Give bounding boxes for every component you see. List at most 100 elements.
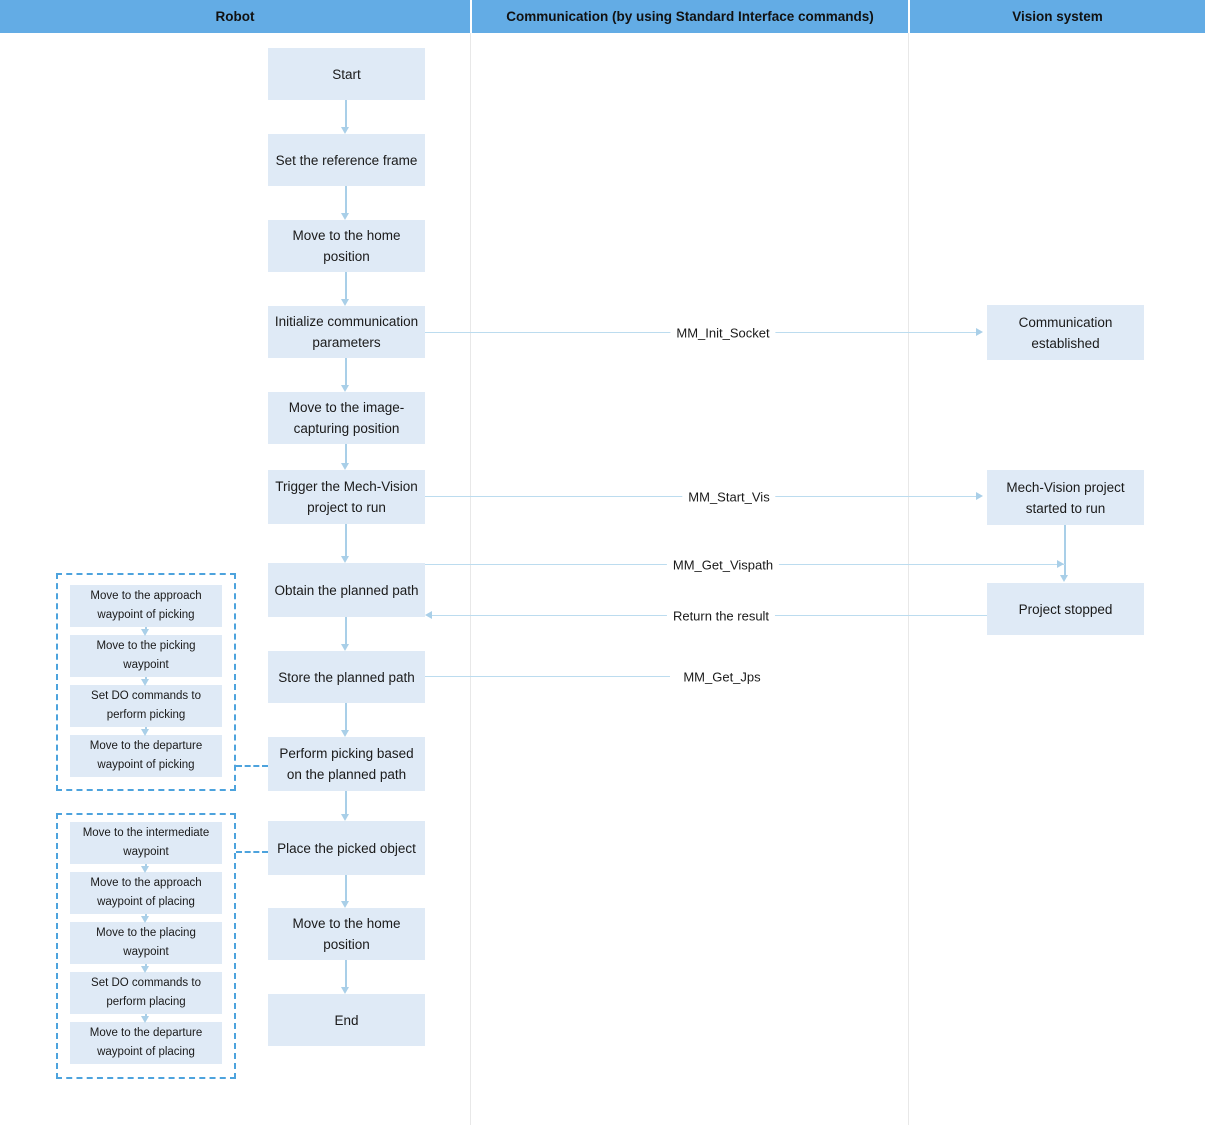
lane-title-vision: Vision system <box>1012 9 1103 24</box>
process-box-project-stopped[interactable]: Project stopped <box>987 583 1144 635</box>
connector-store-to-perform-pick <box>345 703 347 730</box>
process-label: Place the picked object <box>277 840 416 856</box>
process-box-place-waypoint[interactable]: Move to the placing waypoint <box>70 922 222 964</box>
arrowhead-down <box>341 644 349 651</box>
process-box-pick-departure[interactable]: Move to the departure waypoint of pickin… <box>70 735 222 777</box>
arrowhead-down <box>1060 575 1068 582</box>
lane-title-communication: Communication (by using Standard Interfa… <box>506 9 874 24</box>
process-label: Store the planned path <box>278 669 415 685</box>
process-box-pick-waypoint[interactable]: Move to the picking waypoint <box>70 635 222 677</box>
connector-obtain-to-store <box>345 617 347 644</box>
process-label: Initialize communication parameters <box>274 314 419 350</box>
lane-header-robot: Robot <box>0 0 470 33</box>
arrowhead-down <box>341 814 349 821</box>
message-line-mm-get-jps <box>425 676 670 678</box>
process-box-place-intermediate[interactable]: Move to the intermediate waypoint <box>70 822 222 864</box>
process-box-place-do[interactable]: Set DO commands to perform placing <box>70 972 222 1014</box>
picking-detail-group <box>56 573 236 791</box>
arrowhead-down <box>341 385 349 392</box>
connector-vision-started-to-stopped <box>1064 525 1066 575</box>
process-label: Set DO commands to perform placing <box>91 977 201 1008</box>
process-label: Perform picking based on the planned pat… <box>279 746 414 782</box>
process-box-perform-pick[interactable]: Perform picking based on the planned pat… <box>268 737 425 791</box>
message-label-mm-init-socket: MM_Init_Socket <box>670 325 776 341</box>
arrowhead-down <box>141 629 149 636</box>
process-label: End <box>334 1012 359 1028</box>
arrowhead-down <box>341 556 349 563</box>
arrowhead-down <box>341 213 349 220</box>
connector-home-2-to-end <box>345 960 347 987</box>
message-label-mm-get-vispath: MM_Get_Vispath <box>666 557 780 573</box>
arrowhead-right <box>976 328 983 336</box>
connector-start-to-set-ref <box>345 100 347 127</box>
process-label: Set DO commands to perform picking <box>91 690 201 721</box>
connector-perform-pick-to-place <box>345 791 347 814</box>
process-label: Move to the home position <box>292 916 401 952</box>
process-label: Move to the intermediate waypoint <box>82 827 210 858</box>
arrowhead-down <box>341 463 349 470</box>
process-label: Move to the picking waypoint <box>96 640 196 671</box>
process-box-trigger-vis[interactable]: Trigger the Mech-Vision project to run <box>268 470 425 524</box>
process-box-set-ref-frame[interactable]: Set the reference frame <box>268 134 425 186</box>
process-box-init-comm[interactable]: Initialize communication parameters <box>268 306 425 358</box>
process-box-home-1[interactable]: Move to the home position <box>268 220 425 272</box>
arrowhead-down <box>141 916 149 923</box>
lane-divider-communication-vision <box>908 33 909 1125</box>
lane-title-robot: Robot <box>215 9 255 24</box>
arrowhead-down <box>341 127 349 134</box>
process-label: Trigger the Mech-Vision project to run <box>275 479 418 515</box>
arrowhead-down <box>341 901 349 908</box>
process-box-start[interactable]: Start <box>268 48 425 100</box>
process-box-pick-approach[interactable]: Move to the approach waypoint of picking <box>70 585 222 627</box>
process-label: Move to the approach waypoint of picking <box>90 590 202 621</box>
process-box-home-2[interactable]: Move to the home position <box>268 908 425 960</box>
lane-divider-robot-communication <box>470 33 471 1125</box>
process-box-store-path[interactable]: Store the planned path <box>268 651 425 703</box>
arrowhead-left <box>425 611 432 619</box>
process-label: Move to the departure waypoint of pickin… <box>89 740 203 771</box>
process-label: Obtain the planned path <box>274 582 419 598</box>
arrowhead-right <box>976 492 983 500</box>
arrowhead-right <box>1057 560 1064 568</box>
process-box-place-approach[interactable]: Move to the approach waypoint of placing <box>70 872 222 914</box>
message-label-return-result: Return the result <box>666 608 776 624</box>
message-label-mm-start-vis: MM_Start_Vis <box>682 489 776 505</box>
process-box-pick-do[interactable]: Set DO commands to perform picking <box>70 685 222 727</box>
process-label: Move to the home position <box>292 228 401 264</box>
process-label: Set the reference frame <box>275 152 418 168</box>
lane-header-vision: Vision system <box>910 0 1205 33</box>
connector-image-pos-to-trigger <box>345 444 347 463</box>
connector-home-to-init-comm <box>345 272 347 299</box>
process-label: Communication established <box>1018 314 1113 351</box>
arrowhead-down <box>341 987 349 994</box>
process-label: Move to the image-capturing position <box>288 400 405 436</box>
process-box-place-object[interactable]: Place the picked object <box>268 821 425 875</box>
connector-init-comm-to-image-pos <box>345 358 347 385</box>
process-label: Move to the departure waypoint of placin… <box>89 1027 203 1058</box>
process-box-obtain-path[interactable]: Obtain the planned path <box>268 563 425 617</box>
process-box-end[interactable]: End <box>268 994 425 1046</box>
process-label: Move to the approach waypoint of placing <box>90 877 202 908</box>
connector-set-ref-to-home <box>345 186 347 213</box>
process-box-image-pos[interactable]: Move to the image-capturing position <box>268 392 425 444</box>
dashed-connector-picking-group <box>236 765 268 767</box>
connector-trigger-to-obtain <box>345 524 347 556</box>
process-box-comm-established[interactable]: Communication established <box>987 305 1144 360</box>
process-label: Move to the placing waypoint <box>96 927 196 958</box>
message-label-mm-get-jps: MM_Get_Jps <box>677 669 767 685</box>
arrowhead-down <box>141 1016 149 1023</box>
arrowhead-down <box>141 679 149 686</box>
process-label: Mech-Vision project started to run <box>1006 479 1125 516</box>
dashed-connector-placing-group <box>236 851 268 853</box>
arrowhead-down <box>141 729 149 736</box>
process-label: Start <box>332 66 361 82</box>
process-box-place-departure[interactable]: Move to the departure waypoint of placin… <box>70 1022 222 1064</box>
connector-place-to-home-2 <box>345 875 347 901</box>
arrowhead-down <box>141 966 149 973</box>
process-label: Project stopped <box>1018 601 1113 617</box>
arrowhead-down <box>141 866 149 873</box>
arrowhead-down <box>341 730 349 737</box>
placing-detail-group <box>56 813 236 1079</box>
arrowhead-down <box>341 299 349 306</box>
process-box-vision-started[interactable]: Mech-Vision project started to run <box>987 470 1144 525</box>
